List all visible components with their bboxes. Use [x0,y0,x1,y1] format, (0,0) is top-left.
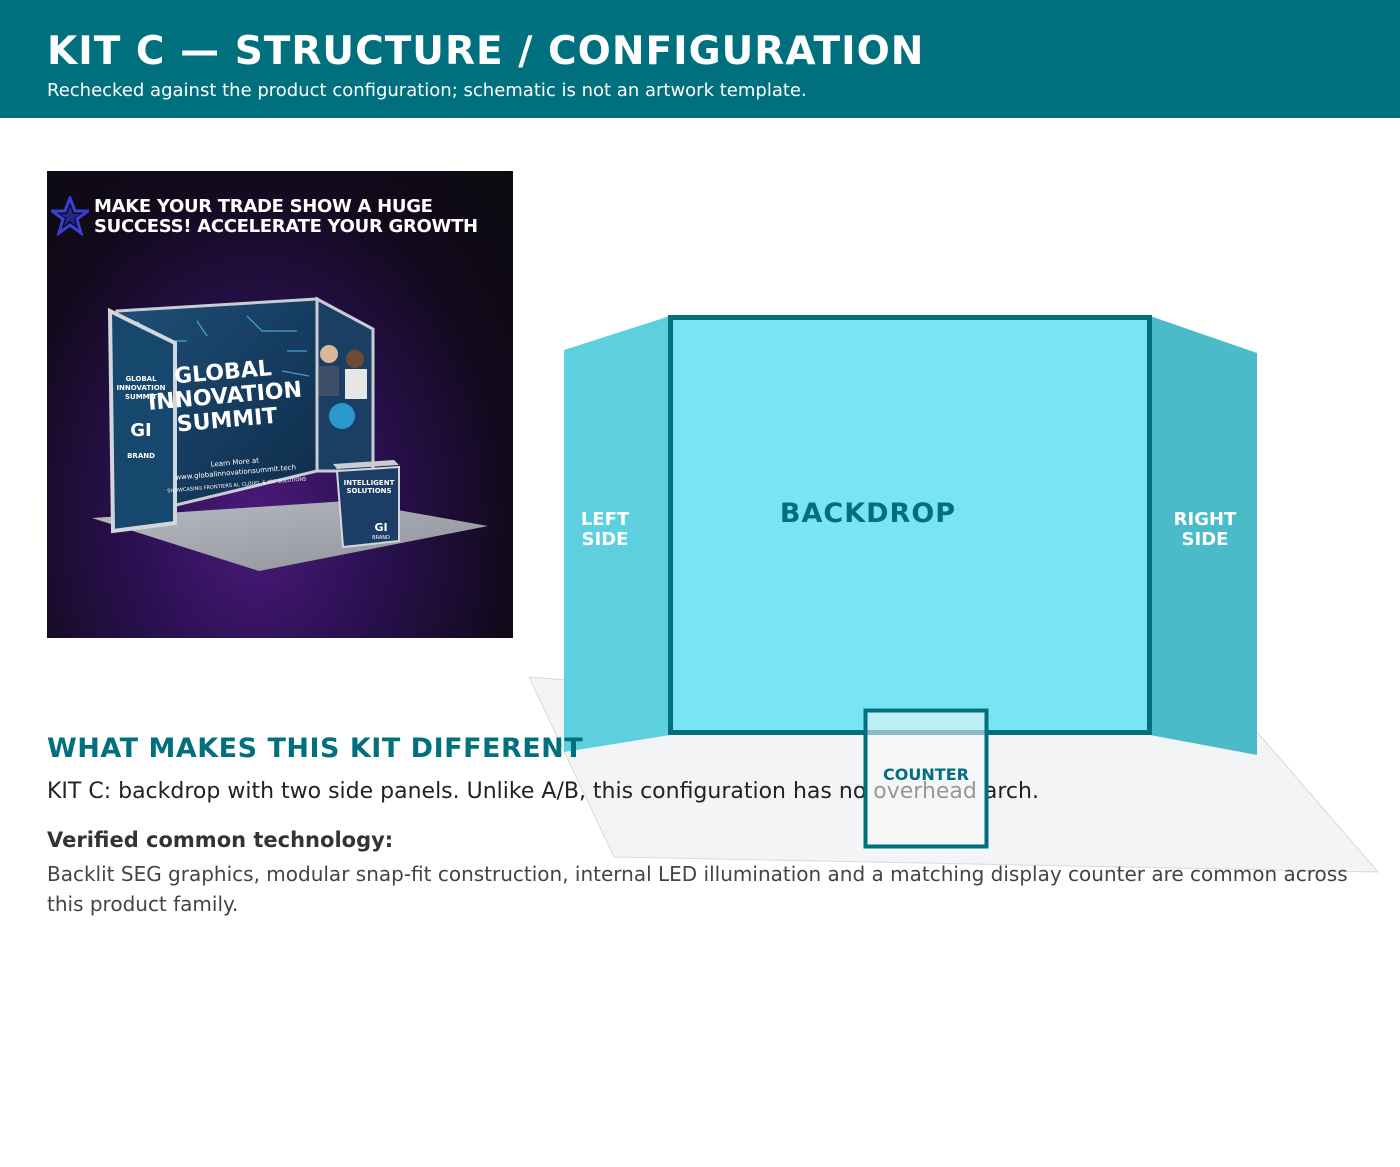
booth-render: GLOBAL INNOVATION SUMMIT Learn More at w… [92,296,488,571]
schematic-counter-layer: COUNTER [863,708,989,849]
booth-counter [335,465,400,549]
right-side-label-1: RIGHT [1174,509,1237,530]
section-heading: WHAT MAKES THIS KIT DIFFERENT [47,733,584,764]
booth-left-side [107,307,177,534]
page-subtitle: Rechecked against the product configurat… [47,80,807,101]
backdrop-label: BACKDROP [780,498,956,529]
side-logo: GI [130,420,151,441]
section-subheading: Verified common technology: [47,828,394,852]
schematic-right-side [1150,316,1257,755]
side-text-1: GLOBAL [125,375,157,383]
page-title: KIT C — STRUCTURE / CONFIGURATION [47,29,925,74]
schematic-left-side [564,316,670,752]
counter-text-2: SOLUTIONS [346,487,391,495]
left-side-label-2: SIDE [582,529,629,550]
schematic-backdrop [668,315,1152,735]
page-header: KIT C — STRUCTURE / CONFIGURATION Rechec… [0,0,1400,118]
side-text-3: SUMMIT [125,393,157,401]
counter-text-1: INTELLIGENT [344,479,395,487]
counter-label: COUNTER [883,765,969,784]
side-text-2: INNOVATION [116,384,165,392]
star-logo-icon [51,196,89,236]
right-side-label-2: SIDE [1182,529,1229,550]
product-photo: MAKE YOUR TRADE SHOW A HUGE SUCCESS! ACC… [47,171,513,638]
side-brand: BRAND [127,452,155,460]
left-side-label-1: LEFT [581,509,630,530]
counter-brand: BRAND [372,535,390,541]
section-body: Backlit SEG graphics, modular snap-fit c… [47,862,1348,916]
photo-headline: MAKE YOUR TRADE SHOW A HUGE SUCCESS! ACC… [94,196,478,237]
schematic-counter [863,708,989,849]
counter-logo: GI [374,521,387,534]
